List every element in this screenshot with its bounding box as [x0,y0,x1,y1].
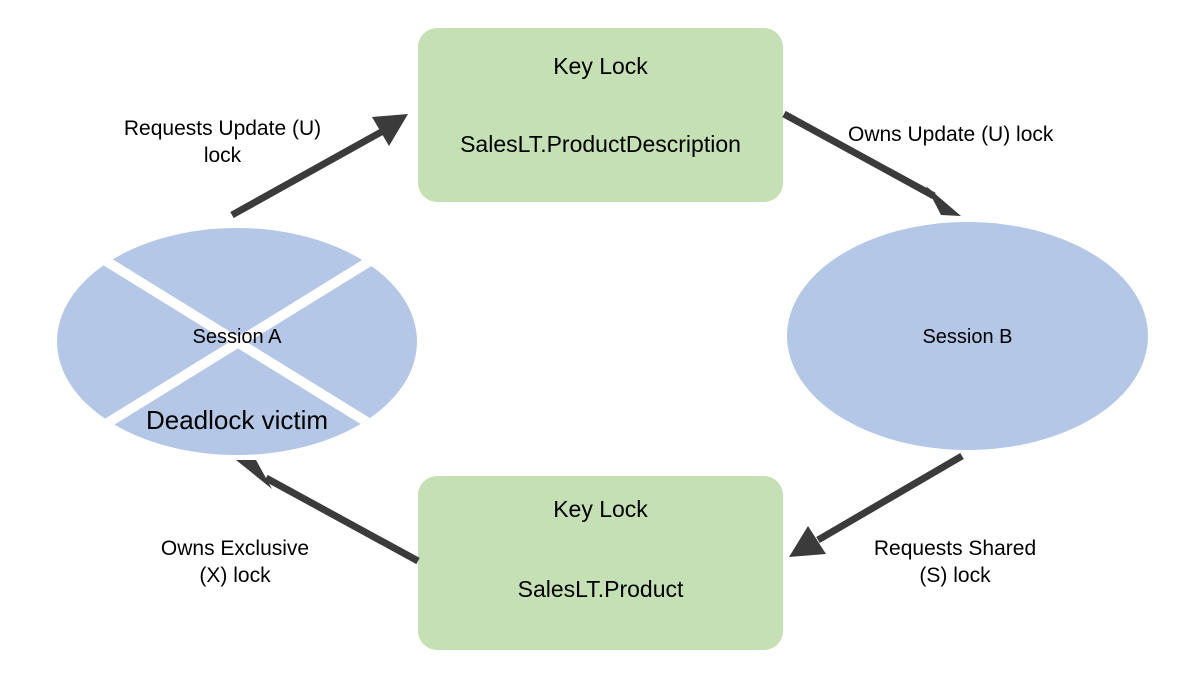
key-lock-box-bottom [418,476,783,650]
arrow-session-a-requests-update [230,114,408,219]
deadlock-victim-cross-icon [77,240,399,445]
arrow-session-b-owns-update [782,110,961,216]
key-lock-box-top [418,28,783,202]
arrow-session-b-requests-shared [789,452,964,557]
session-b-ellipse [787,222,1148,450]
arrow-session-a-owns-exclusive [236,460,420,565]
